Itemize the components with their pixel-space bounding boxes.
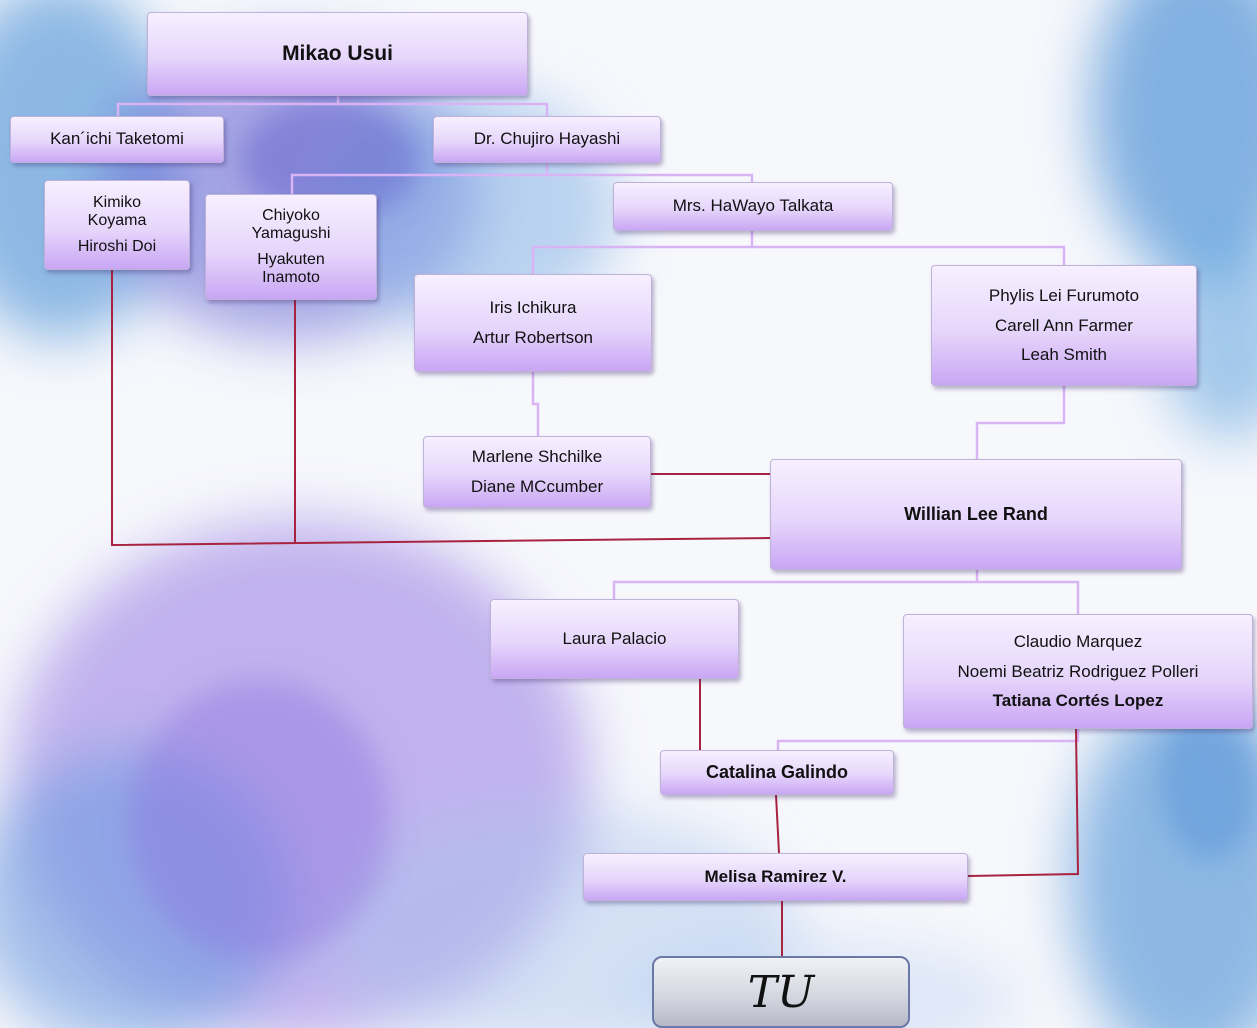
node-label: Melisa Ramirez V. xyxy=(704,866,847,886)
node-label: Phylis Lei Furumoto xyxy=(988,285,1140,305)
connector-furumoto-rand xyxy=(975,386,1066,459)
node-label: Laura Palacio xyxy=(562,628,667,648)
node-label: Koyama xyxy=(87,212,147,230)
connector-rand-palacio xyxy=(612,570,979,599)
connector-marquez-galindo xyxy=(776,729,1080,750)
node-label: Chiyoko xyxy=(262,207,320,225)
connector-root-hayashi xyxy=(338,102,549,116)
connector-takata-furumoto xyxy=(752,245,1066,265)
node-label: Dr. Chujiro Hayashi xyxy=(473,129,621,149)
node-label: Leah Smith xyxy=(1021,345,1107,365)
node-laura-palacio: Laura Palacio xyxy=(490,599,739,679)
node-label: Willian Lee Rand xyxy=(904,503,1048,524)
node-label: Artur Robertson xyxy=(473,328,593,347)
connector-ichikura-shchilke xyxy=(531,372,540,436)
node-furumoto-farmer-smith: Phylis Lei Furumoto Carell Ann Farmer Le… xyxy=(931,265,1197,386)
connector-takata-ichikura xyxy=(531,231,754,274)
node-label: Noemi Beatriz Rodriguez Polleri xyxy=(957,661,1199,681)
node-melisa-ramirez: Melisa Ramirez V. xyxy=(583,853,968,901)
node-chujiro-hayashi: Dr. Chujiro Hayashi xyxy=(433,116,661,163)
node-label: Inamoto xyxy=(262,268,320,286)
node-label: Hiroshi Doi xyxy=(77,237,157,255)
connector-root-children xyxy=(116,96,340,116)
connector-rand-marquez xyxy=(977,580,1080,614)
node-tu: TU xyxy=(652,956,910,1028)
node-hawayo-takata: Mrs. HaWayo Talkata xyxy=(613,182,893,231)
node-shchilke-mccumber: Marlene Shchilke Diane MCcumber xyxy=(423,436,651,508)
node-label: Iris Ichikura xyxy=(489,298,577,318)
node-ichikura-robertson: Iris Ichikura Artur Robertson xyxy=(414,274,652,372)
node-label: Marlene Shchilke xyxy=(471,447,603,467)
connector-galindo-ramirez xyxy=(775,794,780,854)
connector-hayashi-second-gen xyxy=(290,163,549,194)
node-label: Mikao Usui xyxy=(282,42,393,66)
node-label: Diane MCcumber xyxy=(470,477,604,496)
node-label: Yamagushi xyxy=(251,225,331,243)
node-koyama-doi: Kimiko Koyama Hiroshi Doi xyxy=(44,180,190,270)
node-label: Carell Ann Farmer xyxy=(995,315,1133,335)
node-marquez-polleri-cortes: Claudio Marquez Noemi Beatriz Rodriguez … xyxy=(903,614,1253,729)
node-kanichi-taketomi: Kan´ichi Taketomi xyxy=(10,116,224,163)
node-label: Kan´ichi Taketomi xyxy=(50,129,184,149)
node-label: Tatiana Cortés Lopez xyxy=(992,691,1164,711)
connector-koyama-rand xyxy=(111,270,771,547)
node-label: Catalina Galindo xyxy=(705,761,849,782)
node-catalina-galindo: Catalina Galindo xyxy=(660,750,894,795)
node-label: Mrs. HaWayo Talkata xyxy=(672,196,834,216)
node-label: TU xyxy=(747,966,815,1018)
connector-marquez-ramirez xyxy=(967,728,1080,877)
node-mikao-usui: Mikao Usui xyxy=(147,12,528,96)
node-label: Kimiko xyxy=(92,194,141,212)
node-label: Claudio Marquez xyxy=(1013,631,1143,651)
node-yamagushi-inamoto: Chiyoko Yamagushi Hyakuten Inamoto xyxy=(205,194,377,300)
connector-hayashi-takata xyxy=(547,173,754,182)
node-label: Hyakuten xyxy=(257,251,325,268)
node-willian-lee-rand: Willian Lee Rand xyxy=(770,459,1182,570)
